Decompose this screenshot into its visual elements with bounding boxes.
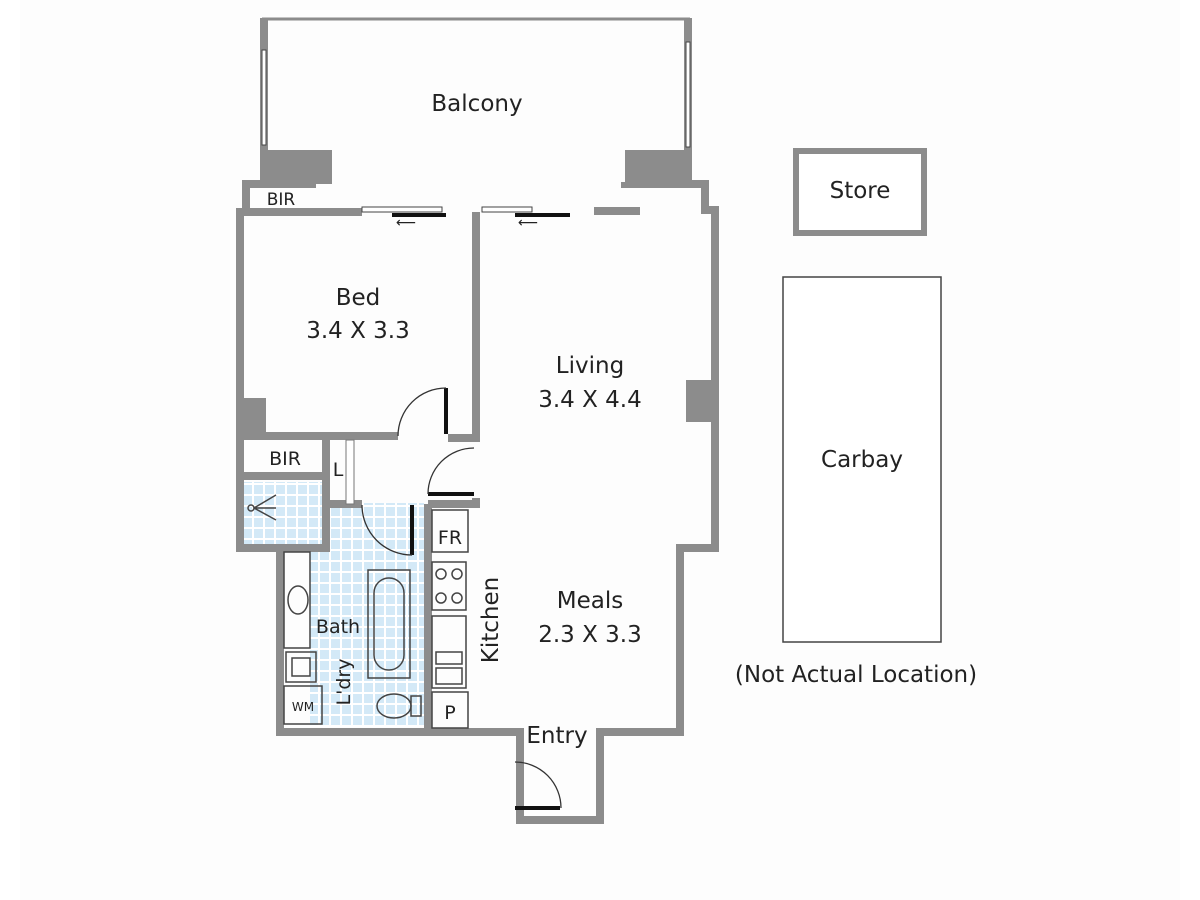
- bathtub-icon: [367, 569, 411, 679]
- bir-bottom-label: BIR: [269, 448, 301, 470]
- balcony-label: Balcony: [431, 91, 522, 117]
- cooktop-icon: [431, 561, 467, 611]
- sliding-doors: ⟵ ⟵: [361, 206, 570, 231]
- store-label: Store: [830, 178, 891, 204]
- basin-icon: [287, 585, 309, 615]
- store-outline: [793, 148, 927, 236]
- wm-label: WM: [292, 700, 314, 714]
- sink-icon: [431, 615, 467, 689]
- meals-size: 2.3 X 3.3: [538, 622, 642, 648]
- living-size: 3.4 X 4.4: [538, 387, 642, 413]
- carbay-outline: [782, 276, 942, 643]
- fixtures: [247, 494, 469, 729]
- carbay-label: Carbay: [821, 447, 903, 473]
- entry-label: Entry: [526, 723, 587, 749]
- shower-icon: [247, 494, 277, 521]
- carbay-note: (Not Actual Location): [735, 662, 977, 688]
- kitchen-label: Kitchen: [478, 577, 504, 663]
- apartment-walls: [236, 180, 719, 824]
- bir-top-label: BIR: [267, 190, 296, 210]
- pantry-label: P: [444, 702, 455, 724]
- laundry-label: L'dry: [333, 659, 355, 706]
- bed-label: Bed: [336, 285, 381, 311]
- svg-text:⟵: ⟵: [518, 215, 538, 231]
- linen-label: L: [333, 459, 344, 481]
- balcony-walls: [260, 17, 715, 214]
- svg-text:⟵: ⟵: [396, 215, 416, 231]
- meals-label: Meals: [557, 588, 623, 614]
- hinged-doors: [361, 387, 562, 810]
- bed-size: 3.4 X 3.3: [306, 318, 410, 344]
- fridge-label: FR: [438, 527, 462, 549]
- bath-label: Bath: [316, 616, 360, 638]
- living-label: Living: [556, 353, 624, 379]
